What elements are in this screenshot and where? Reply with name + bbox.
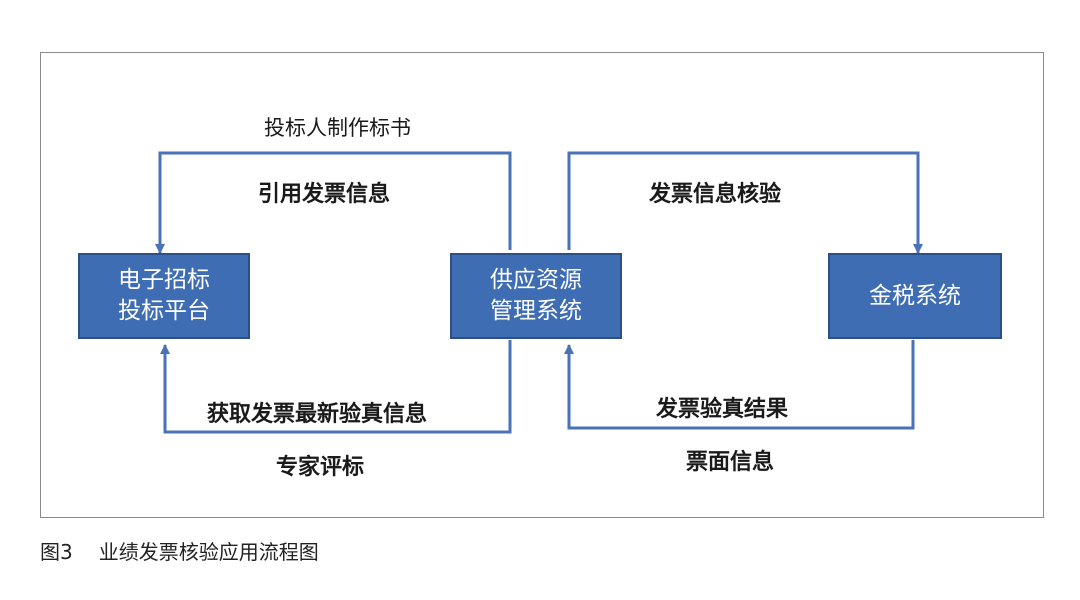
- node-supply-system-line1: 供应资源: [490, 267, 582, 293]
- label-bidder-make-tender: 投标人制作标书: [264, 116, 411, 140]
- arrow-verification-result: [564, 340, 915, 430]
- node-supply-system-line2: 管理系统: [490, 298, 582, 324]
- label-get-latest-verification: 获取发票最新验真信息: [207, 402, 428, 427]
- figure-caption: 图3 业绩发票核验应用流程图: [40, 536, 319, 565]
- node-supply-system: 供应资源 管理系统: [450, 253, 622, 339]
- label-invoice-face-info: 票面信息: [686, 450, 775, 475]
- node-tax-system-label: 金税系统: [869, 282, 961, 309]
- label-expert-evaluation: 专家评标: [276, 455, 365, 480]
- label-cite-invoice-info: 引用发票信息: [258, 182, 391, 207]
- label-invoice-info-check: 发票信息核验: [649, 182, 782, 207]
- arrow-cite-invoice: [155, 151, 512, 254]
- figure-title: 业绩发票核验应用流程图: [98, 540, 319, 564]
- diagram-frame: [40, 52, 1044, 518]
- figure-number: 图3: [40, 540, 73, 564]
- node-bidding-platform: 电子招标 投标平台: [78, 253, 250, 339]
- node-bidding-platform-line2: 投标平台: [118, 298, 210, 324]
- node-tax-system: 金税系统: [828, 253, 1002, 339]
- arrow-invoice-check: [567, 151, 923, 254]
- arrow-get-verification: [160, 340, 512, 434]
- node-bidding-platform-line1: 电子招标: [118, 267, 210, 293]
- label-invoice-verification-result: 发票验真结果: [656, 397, 789, 422]
